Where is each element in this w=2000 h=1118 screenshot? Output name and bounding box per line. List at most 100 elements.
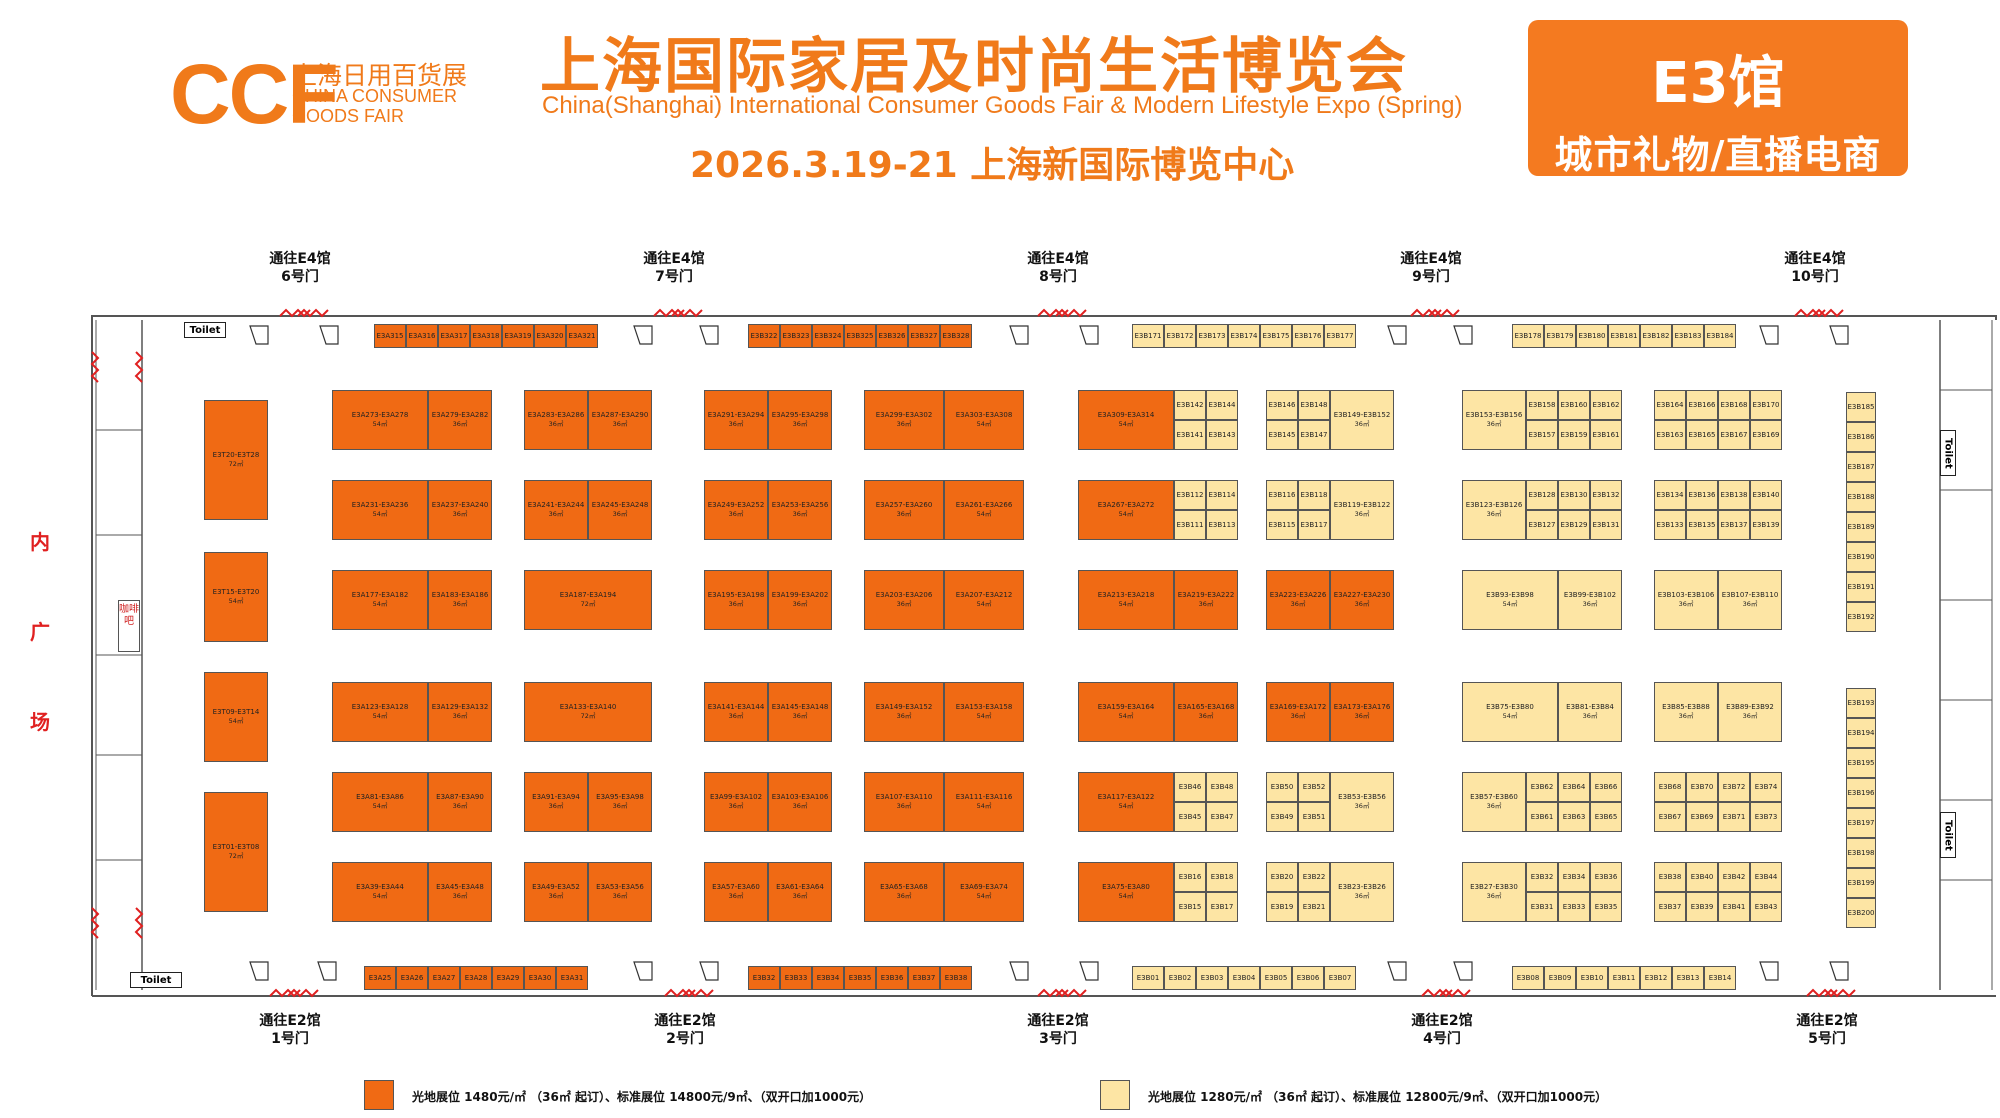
booth-id: E3A145-E3A148: [771, 703, 829, 711]
booth: E3B134: [1654, 480, 1686, 510]
booth-area-size: 54㎡: [1118, 600, 1134, 608]
booth-id: E3B66: [1594, 782, 1618, 791]
gate-destination: 通往E2馆: [654, 1013, 716, 1029]
booth-id: E3B194: [1847, 728, 1875, 737]
booth-id: E3B33: [1562, 902, 1586, 911]
booth: E3B190: [1846, 542, 1876, 572]
booth: E3B05: [1260, 966, 1292, 990]
booth-id: E3B11: [1612, 973, 1636, 982]
booth-id: E3A317: [440, 331, 468, 340]
booth-id: E3A231-E3A236: [351, 501, 409, 509]
booth-id: E3A309-E3A314: [1097, 411, 1155, 419]
booth-id: E3B168: [1720, 400, 1748, 409]
booth-id: E3B148: [1300, 400, 1328, 409]
booth: E3B185: [1846, 392, 1876, 422]
booth: E3B08: [1512, 966, 1544, 990]
booth-id: E3B141: [1176, 430, 1204, 439]
booth: E3B04: [1228, 966, 1260, 990]
booth-area-size: 36㎡: [452, 420, 468, 428]
booth-area-size: 36㎡: [612, 802, 628, 810]
booth-id: E3B119-E3B122: [1333, 501, 1391, 509]
booth-id: E3B112: [1176, 490, 1204, 499]
booth: E3B20: [1266, 862, 1298, 892]
booth: E3B40: [1686, 862, 1718, 892]
door-mark-bottom-b-2: [1055, 988, 1087, 998]
booth-id: E3B22: [1302, 872, 1326, 881]
booth: E3B07: [1324, 966, 1356, 990]
booth: E3B324: [812, 324, 844, 348]
booth: E3B180: [1576, 324, 1608, 348]
booth-area-size: 36㎡: [728, 892, 744, 900]
booth: E3B148: [1298, 390, 1330, 420]
booth-id: E3B189: [1847, 522, 1875, 531]
booth-id: E3B123-E3B126: [1465, 501, 1523, 509]
booth-id: E3A169-E3A172: [1269, 703, 1327, 711]
booth: E3B47: [1206, 802, 1238, 832]
booth: E3B15: [1174, 892, 1206, 922]
booth: E3B32: [748, 966, 780, 990]
booth-area-size: 36㎡: [792, 420, 808, 428]
booth-id: E3B73: [1754, 812, 1778, 821]
booth-id: E3A53-E3A56: [596, 883, 644, 891]
booth: E3B37: [908, 966, 940, 990]
door-mark-bottom-1: [664, 988, 696, 998]
booth: E3B68: [1654, 772, 1686, 802]
booth-area-size: 54㎡: [976, 420, 992, 428]
booth: E3B31: [1526, 892, 1558, 922]
top-wall: [91, 315, 1997, 320]
gate-destination: 通往E4馆: [643, 251, 705, 267]
booth-id: E3B85-E3B88: [1662, 703, 1710, 711]
booth-id: E3B191: [1847, 582, 1875, 591]
booth-id: E3B62: [1530, 782, 1554, 791]
booth: E3B157: [1526, 420, 1558, 450]
booth: E3B131: [1590, 510, 1622, 540]
booth-id: E3B72: [1722, 782, 1746, 791]
booth: E3B46: [1174, 772, 1206, 802]
gate-number: 3号门: [1039, 1031, 1077, 1047]
booth-id: E3B61: [1530, 812, 1554, 821]
booth: E3B323: [780, 324, 812, 348]
booth-id: E3B34: [816, 973, 840, 982]
booth: E3B196: [1846, 778, 1876, 808]
booth: E3B138: [1718, 480, 1750, 510]
booth-area-size: 36㎡: [896, 420, 912, 428]
door-mark-top-2: [1037, 308, 1069, 318]
booth-area-size: 36㎡: [612, 420, 628, 428]
booth: E3B114: [1206, 480, 1238, 510]
booth: E3B38: [1654, 862, 1686, 892]
booth-id: E3B193: [1847, 698, 1875, 707]
booth: E3B327: [908, 324, 940, 348]
booth: E3A26: [396, 966, 428, 990]
pillar-bottom-5: [1079, 961, 1099, 981]
booth: E3B12: [1640, 966, 1672, 990]
pillar-top-5: [1079, 325, 1099, 345]
booth: E3B113: [1206, 510, 1238, 540]
booth-id: E3A133-E3A140: [559, 703, 617, 711]
door-mark-bottom-3: [1421, 988, 1453, 998]
booth-id: E3B196: [1847, 788, 1875, 797]
booth-area-size: 36㎡: [728, 712, 744, 720]
booth-area-size: 36㎡: [1582, 600, 1598, 608]
booth-area-size: 36㎡: [896, 510, 912, 518]
booth-id: E3A81-E3A86: [356, 793, 404, 801]
booth: E3B184: [1704, 324, 1736, 348]
pillar-top-8: [1759, 325, 1779, 345]
booth-area-size: 54㎡: [228, 717, 244, 725]
booth-id: E3B160: [1560, 400, 1588, 409]
